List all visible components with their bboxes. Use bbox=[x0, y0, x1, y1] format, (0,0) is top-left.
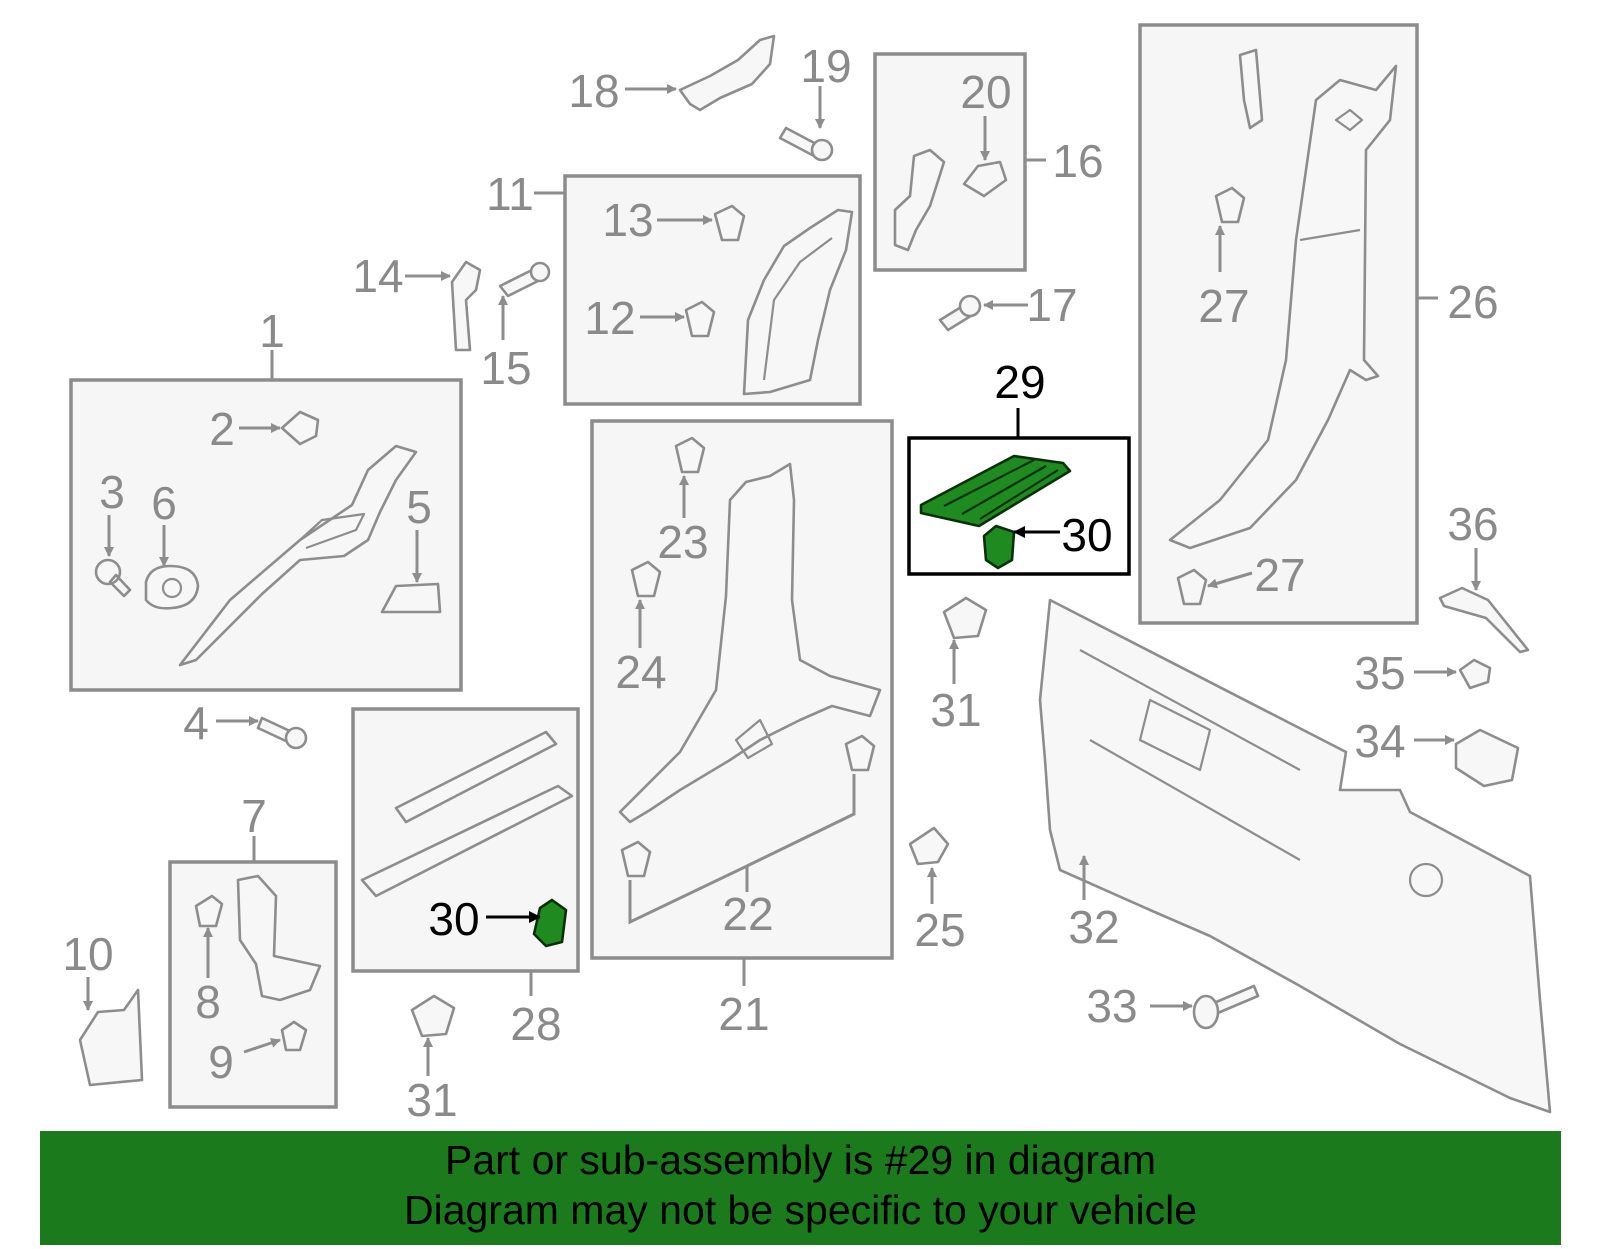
callout-31-lower: 31 bbox=[406, 1074, 457, 1126]
callout-23: 23 bbox=[657, 516, 708, 568]
part-7-trim bbox=[236, 874, 322, 1002]
callout-10: 10 bbox=[62, 928, 113, 980]
callout-27-upper: 27 bbox=[1198, 280, 1249, 332]
part-28-sill-plate bbox=[360, 784, 574, 898]
callout-12: 12 bbox=[584, 292, 635, 344]
part-17-bolt-head bbox=[958, 294, 982, 318]
part-34-cover bbox=[1454, 728, 1520, 788]
callout-29: 29 bbox=[994, 356, 1045, 408]
callout-19: 19 bbox=[800, 40, 851, 92]
part-27-clip-mid bbox=[1214, 186, 1246, 224]
part-27-clip-lower bbox=[1176, 568, 1208, 606]
part-11-trim-detail bbox=[762, 237, 833, 381]
part-24-clip bbox=[630, 560, 662, 598]
part-18-bracket bbox=[678, 34, 776, 112]
part-23-clip bbox=[674, 436, 706, 474]
part-36-trim bbox=[1438, 586, 1530, 654]
callout-20: 20 bbox=[960, 66, 1011, 118]
part-12-clip bbox=[684, 300, 716, 338]
part-4-bolt-head bbox=[284, 726, 308, 750]
part-22-clip-b bbox=[844, 734, 876, 772]
callout-35: 35 bbox=[1354, 647, 1405, 699]
callout-24: 24 bbox=[615, 646, 666, 698]
callout-28: 28 bbox=[510, 998, 561, 1050]
part-31-clip-lower bbox=[410, 994, 456, 1038]
callout-31-upper: 31 bbox=[930, 684, 981, 736]
callout-1: 1 bbox=[259, 305, 285, 357]
callout-2: 2 bbox=[209, 403, 235, 455]
part-22-pillar-trim bbox=[618, 462, 882, 824]
part-1-pillar-trim bbox=[178, 444, 418, 667]
part-2-clip bbox=[280, 410, 320, 446]
part-10-bracket bbox=[78, 988, 144, 1087]
callout-30-lower: 30 bbox=[428, 893, 479, 945]
callout-36: 36 bbox=[1447, 498, 1498, 550]
callout-14: 14 bbox=[352, 250, 403, 302]
part-3-fastener bbox=[94, 558, 132, 598]
part-27-clip-upper bbox=[1238, 48, 1264, 130]
part-11-trim bbox=[742, 208, 854, 396]
part-31-clip-upper bbox=[942, 596, 988, 640]
part-19-bolt-head bbox=[810, 138, 834, 162]
callout-15: 15 bbox=[480, 342, 531, 394]
leader-22b bbox=[746, 774, 856, 868]
banner-disclaimer: Diagram may not be specific to your vehi… bbox=[403, 1187, 1197, 1233]
callout-33: 33 bbox=[1086, 980, 1137, 1032]
part-26-trim-detail bbox=[1299, 108, 1364, 242]
callout-32: 32 bbox=[1068, 901, 1119, 953]
part-33-pin-head bbox=[1192, 994, 1220, 1030]
part-15-bolt-head bbox=[529, 261, 551, 283]
callout-3: 3 bbox=[99, 466, 125, 518]
part-25-clip bbox=[908, 826, 950, 866]
part-16-bracket bbox=[893, 148, 946, 252]
callout-8: 8 bbox=[195, 976, 221, 1028]
callout-34: 34 bbox=[1354, 715, 1405, 767]
part-14-bracket bbox=[450, 260, 482, 352]
callout-27-lower: 27 bbox=[1254, 549, 1305, 601]
leader-9 bbox=[243, 1038, 281, 1054]
part-6-grommet bbox=[144, 564, 200, 610]
callout-26: 26 bbox=[1447, 276, 1498, 328]
callout-21: 21 bbox=[718, 988, 769, 1040]
leader-27b bbox=[1207, 571, 1253, 589]
callout-5: 5 bbox=[406, 481, 432, 533]
callout-9: 9 bbox=[208, 1036, 234, 1088]
callout-22: 22 bbox=[722, 888, 773, 940]
callout-25: 25 bbox=[914, 904, 965, 956]
part-22-trim-detail bbox=[734, 718, 774, 760]
leader-22 bbox=[628, 863, 749, 925]
callout-13: 13 bbox=[602, 194, 653, 246]
callout-6: 6 bbox=[151, 477, 177, 529]
part-35-nut bbox=[1458, 658, 1492, 690]
part-9-clip bbox=[280, 1020, 308, 1052]
part-8-clip bbox=[194, 894, 224, 928]
callout-30-upper: 30 bbox=[1061, 509, 1112, 561]
group-box-1 bbox=[69, 378, 463, 692]
callout-4: 4 bbox=[183, 697, 209, 749]
part-30-clip-upper bbox=[982, 524, 1016, 570]
part-29-plate-ribs bbox=[943, 459, 1059, 520]
part-28-step-trim bbox=[394, 730, 558, 824]
callout-16: 16 bbox=[1052, 135, 1103, 187]
part-13-clip bbox=[713, 204, 746, 242]
part-6-hole bbox=[161, 577, 183, 599]
callout-17: 17 bbox=[1026, 279, 1077, 331]
part-26-pillar-trim bbox=[1168, 64, 1398, 550]
part-30-clip-lower bbox=[532, 898, 568, 948]
part-32-panel-detail bbox=[1079, 649, 1444, 898]
part-5-cover bbox=[380, 582, 442, 614]
banner-part-note: Part or sub-assembly is #29 in diagram bbox=[445, 1137, 1156, 1183]
part-20-clip bbox=[962, 160, 1008, 198]
info-banner: Part or sub-assembly is #29 in diagram D… bbox=[40, 1131, 1561, 1245]
part-22-clip-a bbox=[620, 840, 652, 878]
callout-7: 7 bbox=[241, 790, 267, 842]
callout-11: 11 bbox=[486, 168, 534, 220]
callout-18: 18 bbox=[568, 65, 619, 117]
part-1-trim-detail bbox=[299, 512, 366, 550]
